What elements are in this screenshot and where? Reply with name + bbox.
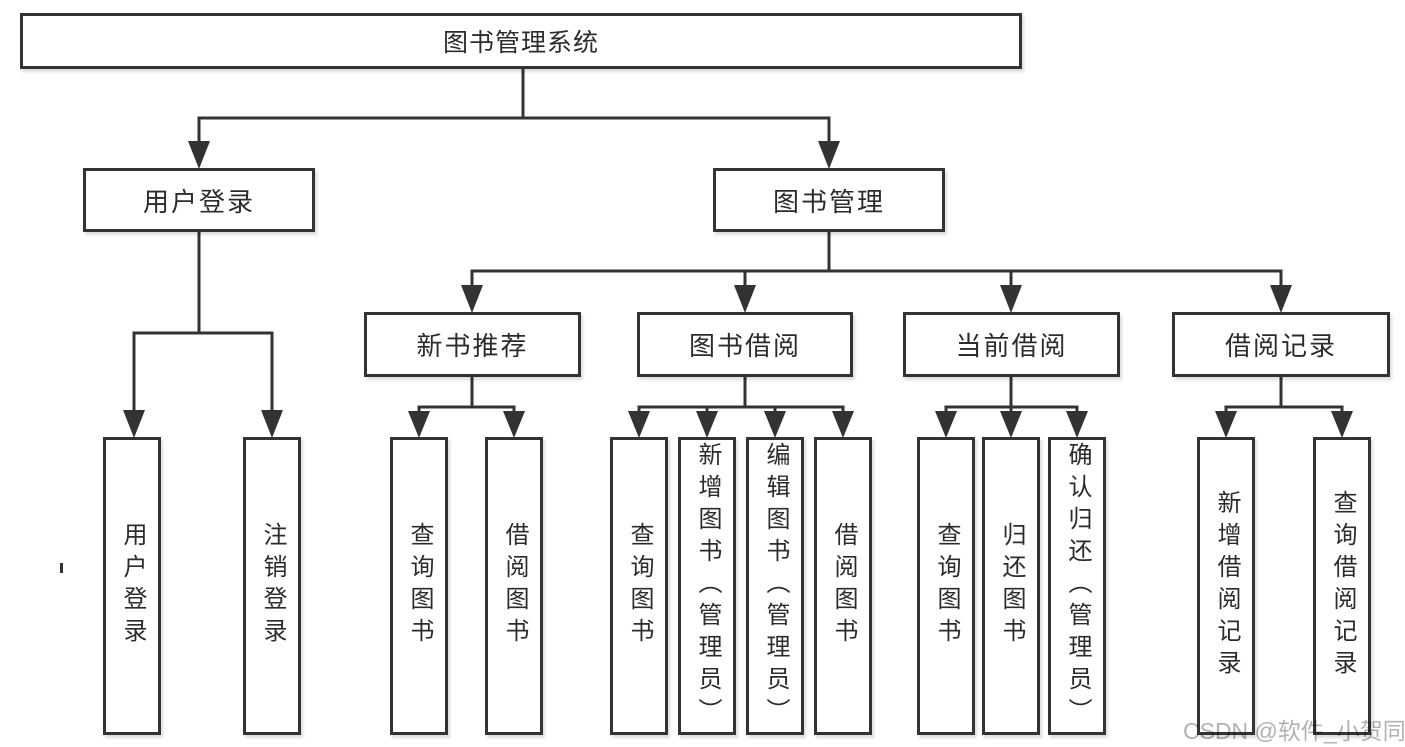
node-current-borrow-label: 当前借阅 (955, 331, 1068, 361)
watermark: CSDN @软件_小贺同学 (1183, 718, 1405, 744)
node-current-borrow: 当前借阅 (903, 312, 1120, 377)
node-book-borrow-label: 图书借阅 (688, 331, 801, 361)
leaf-borrow-query-books-label: 查询图书 (626, 522, 653, 650)
leaf-recommend-borrow-books-label: 借阅图书 (501, 522, 528, 650)
leaf-logout-label: 注销登录 (259, 522, 286, 650)
leaf-recommend-query-books: 查询图书 (390, 437, 448, 735)
node-library-system: 图书管理系统 (20, 13, 1022, 69)
leaf-query-borrow-record-label: 查询借阅记录 (1329, 490, 1356, 682)
leaf-edit-book-admin: 编辑图书（管理员） (746, 437, 804, 735)
leaf-borrow-books-label: 借阅图书 (830, 522, 857, 650)
leaf-edit-book-admin-label: 编辑图书（管理员） (762, 442, 789, 730)
leaf-logout: 注销登录 (243, 437, 301, 735)
leaf-user-login: 用户登录 (103, 437, 161, 735)
node-user-login-label: 用户登录 (142, 186, 255, 217)
leaf-return-books: 归还图书 (982, 437, 1040, 735)
node-new-book-recommend-label: 新书推荐 (416, 331, 529, 361)
leaf-add-borrow-record: 新增借阅记录 (1197, 437, 1255, 735)
node-book-borrow: 图书借阅 (637, 312, 853, 377)
node-library-system-label: 图书管理系统 (442, 29, 599, 57)
leaf-add-book-admin-label: 新增图书（管理员） (694, 442, 721, 730)
leaf-query-borrow-record: 查询借阅记录 (1313, 437, 1371, 735)
stray-mark (60, 563, 63, 573)
node-book-management-label: 图书管理 (772, 186, 885, 217)
node-borrow-records-label: 借阅记录 (1224, 331, 1337, 361)
leaf-current-query-books-label: 查询图书 (933, 522, 960, 650)
connector-group (60, 69, 1353, 573)
leaf-confirm-return-admin: 确认归还（管理员） (1048, 437, 1106, 735)
leaf-confirm-return-admin-label: 确认归还（管理员） (1064, 442, 1091, 730)
leaf-borrow-books: 借阅图书 (814, 437, 872, 735)
node-user-login: 用户登录 (83, 168, 315, 232)
leaf-add-book-admin: 新增图书（管理员） (678, 437, 736, 735)
leaf-borrow-query-books: 查询图书 (610, 437, 668, 735)
leaf-user-login-label: 用户登录 (119, 522, 146, 650)
leaf-recommend-borrow-books: 借阅图书 (485, 437, 543, 735)
node-new-book-recommend: 新书推荐 (364, 312, 581, 377)
leaf-add-borrow-record-label: 新增借阅记录 (1213, 490, 1240, 682)
leaf-return-books-label: 归还图书 (998, 522, 1025, 650)
leaf-current-query-books: 查询图书 (917, 437, 975, 735)
node-book-management: 图书管理 (713, 168, 945, 232)
leaf-recommend-query-books-label: 查询图书 (406, 522, 433, 650)
node-borrow-records: 借阅记录 (1172, 312, 1390, 377)
